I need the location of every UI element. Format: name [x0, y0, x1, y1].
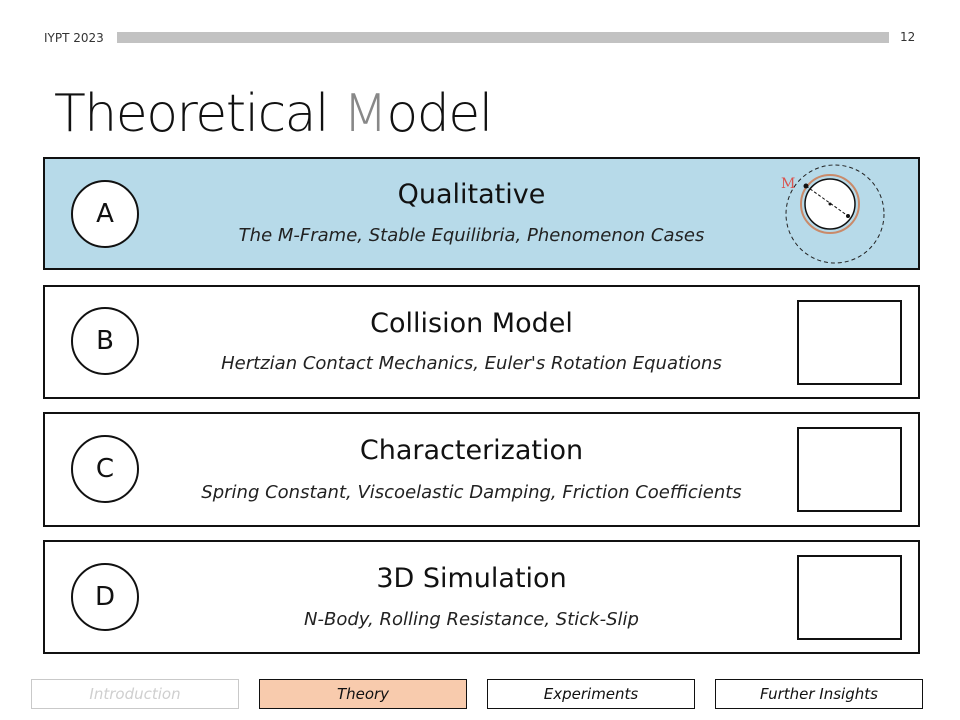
section-letter-badge: D [71, 563, 139, 631]
section-title: Qualitative [397, 179, 546, 210]
nav-tab-further-insights[interactable]: Further Insights [715, 679, 923, 709]
page-title: Theoretical Model [54, 84, 493, 144]
section-subtitle: Hertzian Contact Mechanics, Euler's Rota… [221, 353, 722, 374]
page-number: 12 [900, 30, 916, 44]
section-title: Collision Model [370, 308, 573, 339]
section-card-characterization[interactable]: C Characterization Spring Constant, Visc… [43, 412, 920, 527]
page-title-part2: odel [386, 84, 493, 144]
section-title: Characterization [359, 435, 584, 466]
section-subtitle: N-Body, Rolling Resistance, Stick-Slip [304, 609, 639, 630]
section-letter-badge: C [71, 435, 139, 503]
section-card-collision-model[interactable]: B Collision Model Hertzian Contact Mecha… [43, 285, 920, 399]
section-thumbnail [797, 427, 902, 512]
section-thumbnail [797, 300, 902, 385]
page-title-part1: Theoretical [54, 84, 344, 144]
section-subtitle: Spring Constant, Viscoelastic Damping, F… [201, 482, 742, 503]
header-progress-bar [117, 32, 889, 43]
section-thumbnail [797, 555, 902, 640]
section-card-qualitative[interactable]: A Qualitative The M-Frame, Stable Equili… [43, 157, 920, 270]
section-letter-badge: A [71, 180, 139, 248]
nav-tab-theory[interactable]: Theory [259, 679, 467, 709]
m-frame-icon: M [773, 161, 905, 267]
page-title-highlight: M [343, 84, 388, 144]
m-frame-label: M [781, 176, 795, 192]
section-title: 3D Simulation [376, 563, 567, 594]
section-letter-badge: B [71, 307, 139, 375]
section-card-3d-simulation[interactable]: D 3D Simulation N-Body, Rolling Resistan… [43, 540, 920, 654]
nav-tab-introduction[interactable]: Introduction [31, 679, 239, 709]
section-subtitle: The M-Frame, Stable Equilibria, Phenomen… [238, 225, 705, 246]
nav-tab-experiments[interactable]: Experiments [487, 679, 695, 709]
event-label: IYPT 2023 [44, 31, 104, 45]
